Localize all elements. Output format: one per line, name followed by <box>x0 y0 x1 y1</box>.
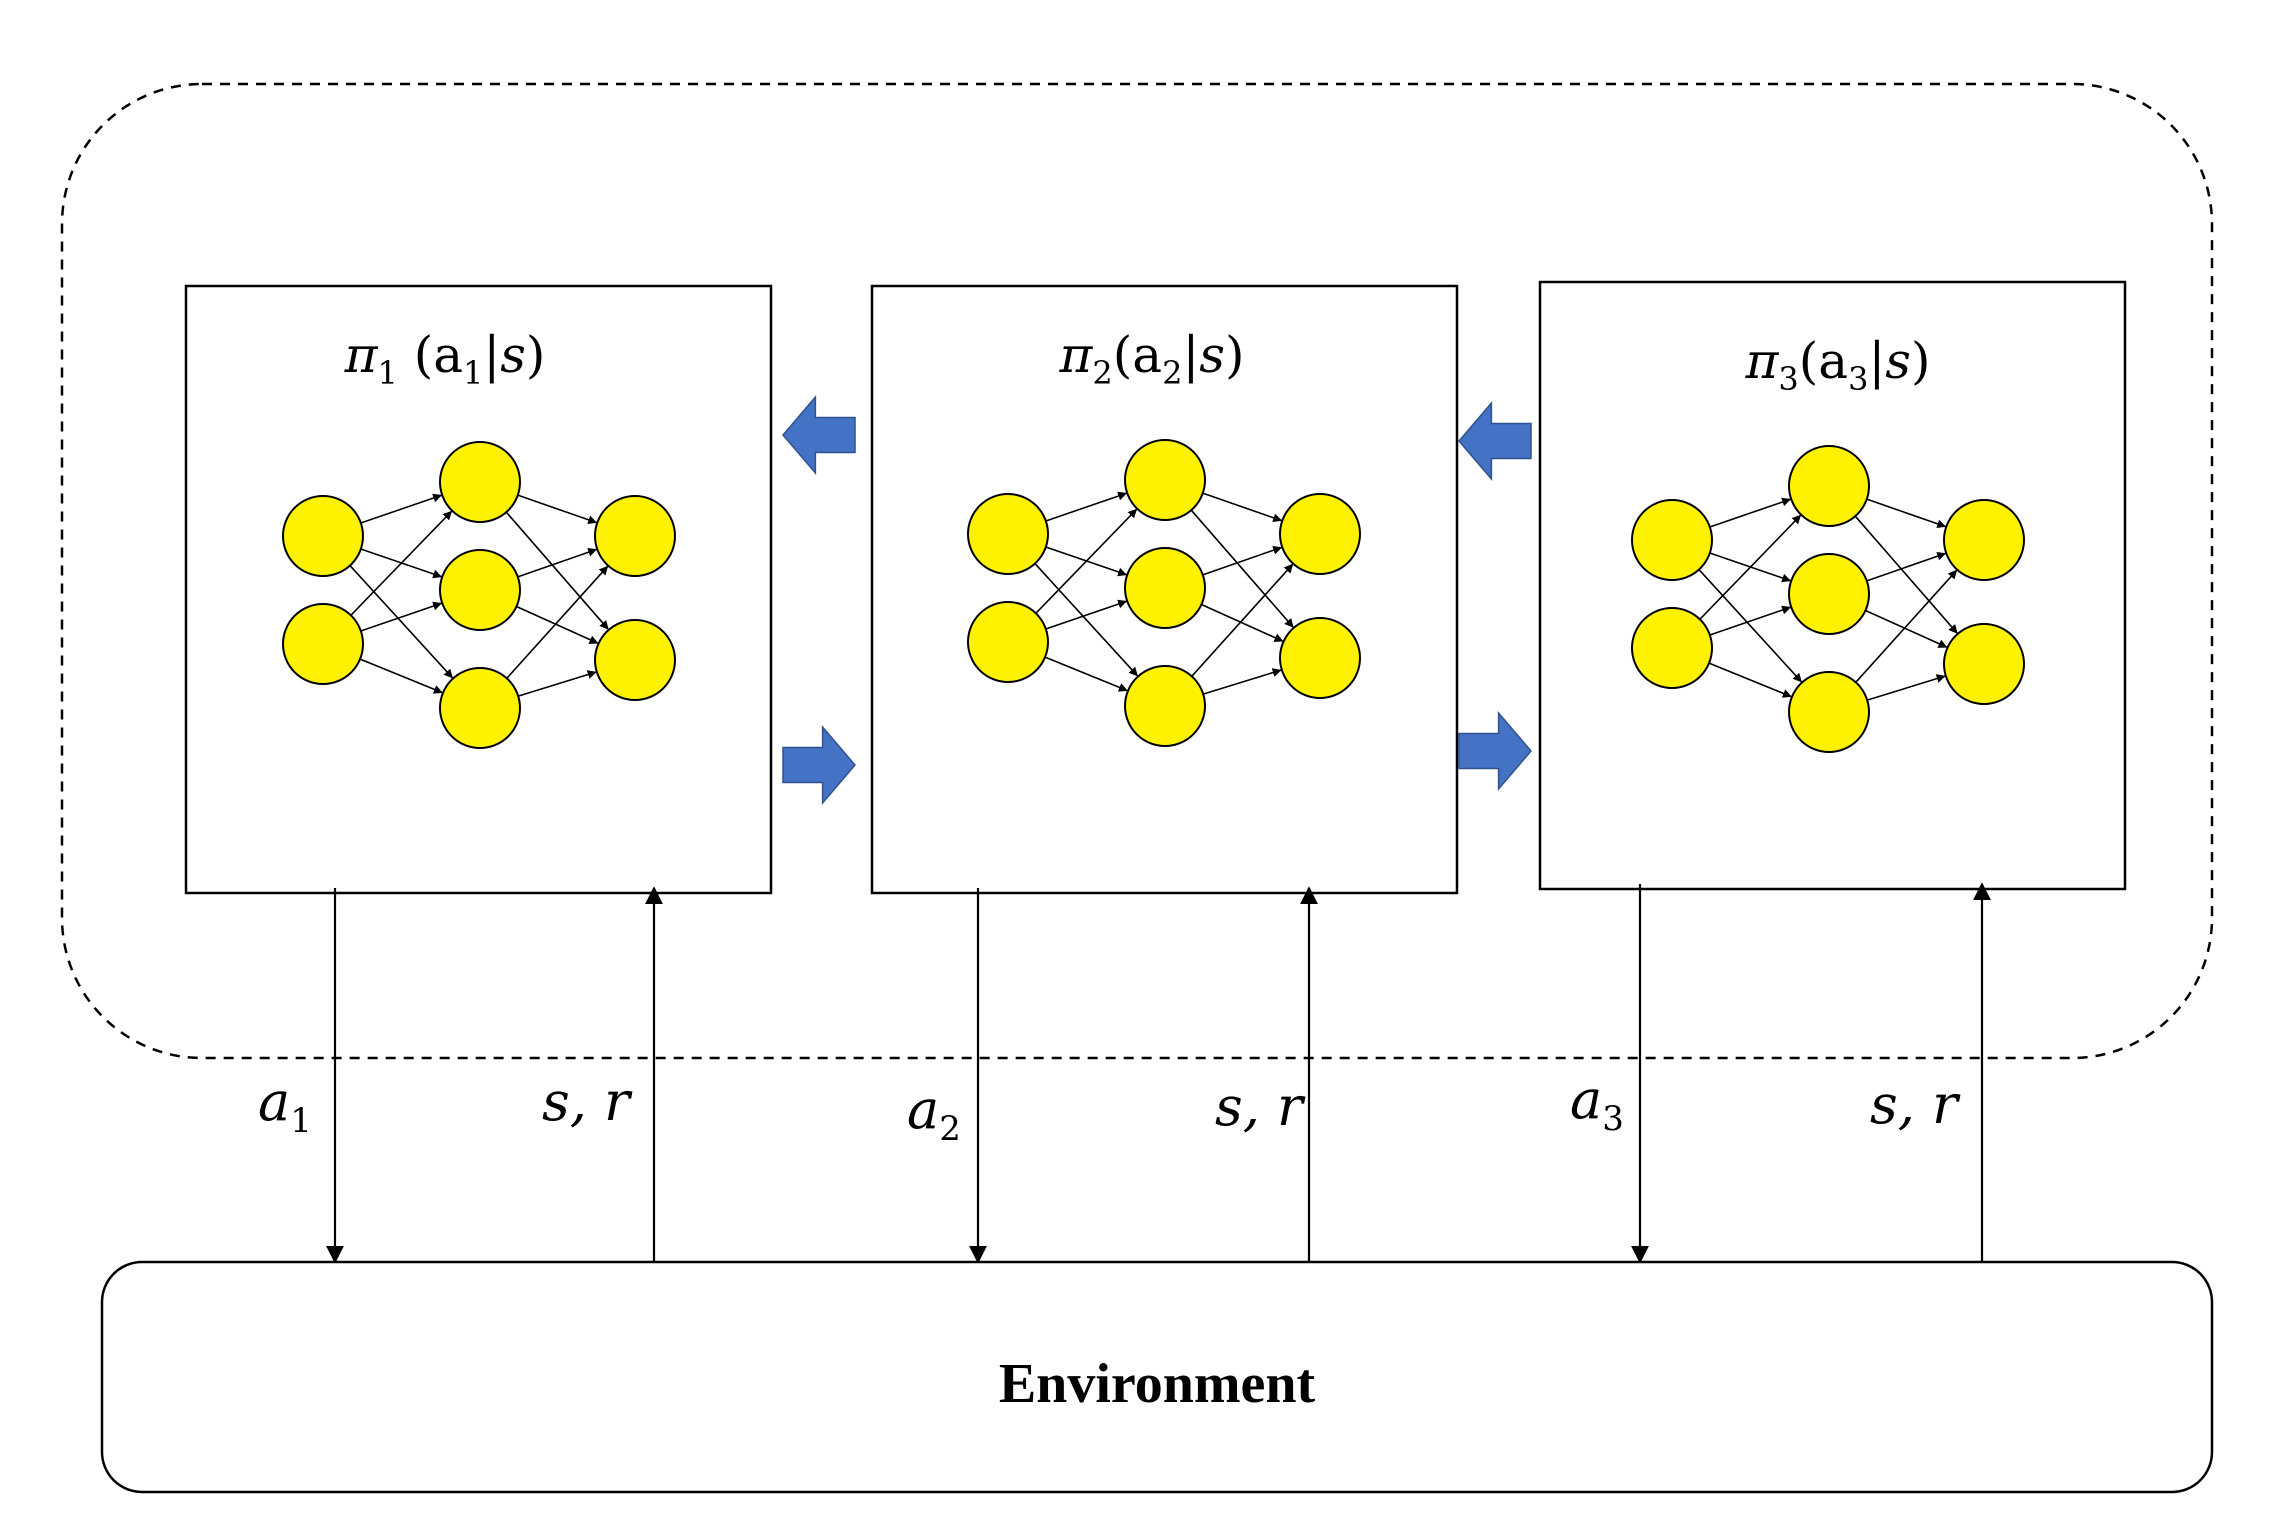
neuron-circle-icon <box>282 603 364 685</box>
network-connection <box>1202 492 1283 523</box>
network-connection <box>1044 656 1128 692</box>
neuron-circle-icon <box>439 667 521 749</box>
network-connection <box>1708 662 1792 698</box>
arrow-labels: a1 s, r a2 s, r a3 s, r <box>258 1068 1961 1149</box>
network-connection <box>1865 609 1948 648</box>
neuron-circle-icon <box>967 493 1049 575</box>
agent-group-boundary <box>60 82 2214 1060</box>
network-connection <box>349 565 453 679</box>
network-connection <box>1045 599 1128 630</box>
network-connection <box>1191 563 1294 677</box>
network-connection <box>1045 491 1128 522</box>
network-connection <box>1709 605 1792 636</box>
action-label-3: a3 <box>1570 1068 1624 1139</box>
neuron-circle-icon <box>1124 439 1206 521</box>
neuron-circle-icon <box>1279 617 1361 699</box>
state-reward-label-1: s, r <box>542 1070 633 1133</box>
policy-titles: π1 (a1|s) π2(a2|s) π3(a3|s) <box>344 326 1931 398</box>
neuron-circle-icon <box>1788 445 1870 527</box>
neuron-circle-icon <box>1124 665 1206 747</box>
environment-box <box>100 1260 2214 1494</box>
environment-label: Environment <box>999 1353 1316 1415</box>
neuron-circle-icon <box>439 441 521 523</box>
neuron-circle-icon <box>1788 671 1870 753</box>
left-arrow-icon <box>1458 400 1532 482</box>
network-connection <box>1854 515 1958 634</box>
neuron-circle-icon <box>1279 493 1361 575</box>
network-connection <box>1035 508 1138 614</box>
network-connection <box>517 670 597 697</box>
neuron-circle-icon <box>1943 499 2025 581</box>
network-connection <box>1855 569 1958 683</box>
network-connection <box>360 493 443 524</box>
neuron-circle-icon <box>282 495 364 577</box>
neuron-circle-icon <box>439 549 521 631</box>
network-connection <box>359 658 443 694</box>
network-connection <box>1034 563 1138 677</box>
action-label-1: a1 <box>258 1070 312 1141</box>
network-connection <box>517 547 598 578</box>
policy-title-1: π1 (a1|s) <box>344 326 546 392</box>
neuron-circle-icon <box>967 601 1049 683</box>
agent-environment-arrows <box>326 882 1991 1264</box>
network-connection <box>350 510 453 616</box>
neuron-circle-icon <box>1631 499 1713 581</box>
transfer-arrows <box>782 394 1532 806</box>
neural-networks <box>282 439 2025 753</box>
network-connection <box>1202 668 1282 695</box>
network-connection <box>1201 603 1284 642</box>
state-reward-label-3: s, r <box>1870 1073 1961 1136</box>
policy-title-2: π2(a2|s) <box>1059 326 1245 392</box>
neuron-circle-icon <box>594 495 676 577</box>
network-connection <box>1709 497 1792 528</box>
network-connection <box>505 511 609 630</box>
neuron-circle-icon <box>594 619 676 701</box>
right-arrow-icon <box>782 724 856 806</box>
network-connection <box>1866 498 1947 529</box>
right-arrow-icon <box>1458 710 1532 792</box>
neural-network-1 <box>282 441 676 749</box>
network-connection <box>1866 551 1947 582</box>
action-label-2: a2 <box>907 1078 961 1149</box>
network-connection <box>506 565 609 679</box>
neural-network-3 <box>1631 445 2025 753</box>
network-connection <box>516 605 599 644</box>
left-arrow-icon <box>782 394 856 476</box>
network-connection <box>1699 514 1802 620</box>
neuron-circle-icon <box>1943 623 2025 705</box>
neural-network-2 <box>967 439 1361 747</box>
network-connection <box>1202 545 1283 576</box>
network-connection <box>360 601 443 632</box>
network-connection <box>1698 569 1802 683</box>
network-connection <box>517 494 598 525</box>
neuron-circle-icon <box>1124 547 1206 629</box>
state-reward-label-2: s, r <box>1215 1075 1306 1138</box>
policy-title-3: π3(a3|s) <box>1745 332 1931 398</box>
neuron-circle-icon <box>1631 607 1713 689</box>
network-connection <box>1190 509 1294 628</box>
neuron-circle-icon <box>1788 553 1870 635</box>
network-connection <box>1866 674 1946 701</box>
